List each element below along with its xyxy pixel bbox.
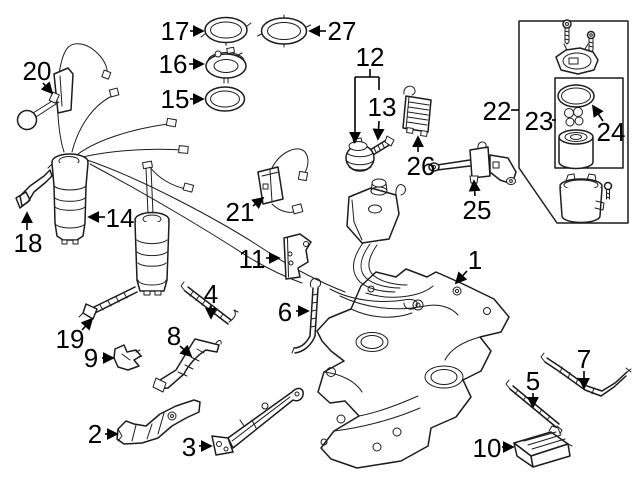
part-4-retaining-strap-drawing (180, 281, 239, 325)
callout-17-label: 17 (161, 16, 190, 46)
callout-11: 11 (239, 244, 281, 274)
part-23-filter-insert-drawing (558, 107, 594, 170)
callout-20-label: 20 (23, 56, 52, 86)
callout-15-label: 15 (161, 84, 190, 114)
part-3-support-rail-drawing (211, 387, 304, 456)
callout-8: 8 (167, 321, 193, 358)
callout-4: 4 (204, 279, 218, 320)
callout-19-label: 19 (56, 324, 85, 354)
callout-27: 27 (308, 16, 357, 46)
part-15-seal-ring-drawing (204, 86, 246, 112)
callout-19: 19 (56, 317, 94, 354)
callout-14: 14 (87, 203, 135, 233)
filter-insert-box (554, 77, 624, 169)
fuel-filler-assembly-drawing (346, 178, 408, 293)
callout-25-label: 25 (463, 195, 492, 225)
part-22-filter-assembly-drawing (555, 19, 613, 224)
callout-13-leader (372, 120, 385, 141)
callout-16: 16 (159, 49, 205, 79)
callout-10: 10 (473, 433, 515, 463)
callout-25: 25 (463, 179, 492, 225)
part-26-control-module-drawing (402, 85, 432, 137)
filter-assembly-box (518, 20, 629, 224)
callout-5: 5 (526, 366, 540, 409)
part-25-filter-mount-bracket-drawing (428, 141, 517, 189)
callout-12: 12 (349, 42, 385, 144)
callout-18: 18 (14, 211, 43, 258)
callout-26-label: 26 (407, 151, 436, 181)
part-9-clip-bracket-drawing (113, 344, 143, 371)
callout-24: 24 (592, 104, 626, 147)
callout-7-label: 7 (577, 344, 591, 374)
part-17-locking-ring-drawing (200, 16, 252, 46)
callout-20: 20 (23, 56, 54, 95)
callout-1: 1 (454, 245, 482, 285)
callout-22-label: 22 (483, 96, 512, 126)
callout-6-label: 6 (278, 297, 292, 327)
fuel-lines-drawing (86, 159, 346, 293)
part-21-sender-with-harness-drawing (257, 148, 309, 215)
callout-13-label: 13 (368, 92, 397, 122)
callout-1-leader (454, 270, 468, 285)
part-7-tank-strap-drawing (540, 352, 632, 397)
part-24-o-ring-drawing (557, 84, 595, 108)
callout-2: 2 (88, 419, 119, 449)
callout-22: 22 (483, 96, 519, 126)
callout-13: 13 (368, 92, 397, 141)
callout-8-leader (179, 344, 193, 358)
callout-24-leader (592, 104, 604, 122)
part-10-skid-plate-drawing (513, 425, 573, 468)
callout-1-label: 1 (468, 245, 482, 275)
callout-3: 3 (182, 432, 213, 462)
callout-15: 15 (161, 84, 205, 114)
callout-3-label: 3 (182, 432, 196, 462)
part-16-pump-flange-cap-drawing (205, 46, 247, 84)
callout-26: 26 (407, 135, 436, 181)
callout-14-label: 14 (106, 203, 135, 233)
callout-9-label: 9 (84, 343, 98, 373)
part-6-retaining-strap-drawing (291, 278, 322, 354)
callout-23: 23 (525, 106, 556, 136)
callout-27-label: 27 (328, 16, 357, 46)
part-1-fuel-tank-drawing (316, 268, 510, 469)
callout-21: 21 (226, 196, 265, 227)
callout-18-label: 18 (14, 228, 43, 258)
callout-4-label: 4 (204, 279, 218, 309)
callout-25-leader (468, 179, 481, 197)
callout-6: 6 (278, 297, 310, 327)
callout-9: 9 (84, 343, 115, 373)
callout-10-label: 10 (473, 433, 502, 463)
part-11-mounting-bracket-drawing (283, 233, 312, 280)
callout-21-label: 21 (226, 197, 255, 227)
callout-7: 7 (577, 344, 591, 390)
callout-16-label: 16 (159, 49, 188, 79)
callout-12-label: 12 (356, 42, 385, 72)
part-27-locking-ring-drawing (257, 14, 311, 48)
part-12-valve-assembly-drawing (345, 135, 395, 172)
callout-5-label: 5 (526, 366, 540, 396)
part-2-heat-shield-bracket-drawing (116, 399, 201, 445)
part-20-fuel-level-sender-drawing (16, 67, 74, 131)
callout-19-leader (80, 317, 94, 331)
callout-11-label: 11 (239, 244, 266, 274)
callout-8-label: 8 (167, 321, 181, 351)
part-14-fuel-pump-assembly-drawing (15, 43, 195, 320)
callout-24-label: 24 (597, 117, 626, 147)
callout-2-label: 2 (88, 419, 102, 449)
part-8-heat-shield-duct-drawing (152, 338, 222, 393)
callout-23-label: 23 (525, 106, 554, 136)
callout-20-leader (40, 81, 54, 95)
callout-17: 17 (161, 16, 205, 46)
callout-21-leader (251, 196, 265, 210)
